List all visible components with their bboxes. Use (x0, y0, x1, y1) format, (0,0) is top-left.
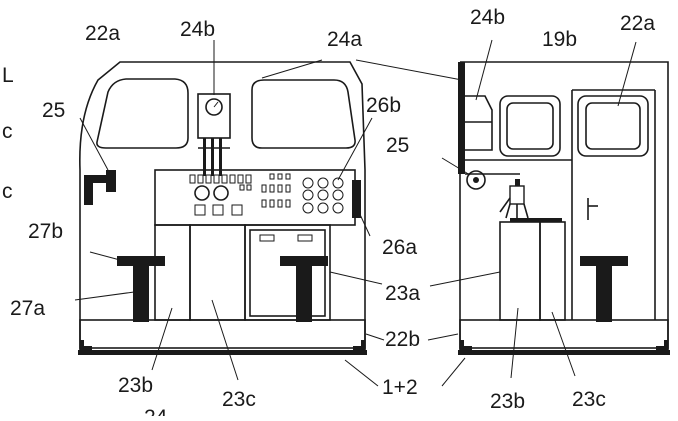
label-27b: 27b (28, 220, 63, 243)
label-24a: 24a (327, 28, 362, 51)
label-22b: 22b (385, 328, 420, 351)
label-27a: 27a (10, 297, 45, 320)
label-24b-front: 24b (180, 18, 215, 41)
center-instrument-box (197, 93, 231, 139)
front-left-window (96, 78, 189, 149)
label-23c-side: 23c (572, 388, 606, 411)
front-cabinet-23b (154, 224, 191, 321)
label-26b: 26b (366, 94, 401, 117)
label-25-side: 25 (386, 134, 409, 157)
front-floor-frame (79, 319, 366, 349)
front-cabinet-drawers (244, 224, 331, 321)
label-1-2: 1+2 (382, 376, 418, 399)
leader-lines (74, 39, 637, 387)
console-switches (189, 174, 252, 184)
side-hinge (466, 170, 486, 190)
side-window-2 (577, 95, 649, 157)
side-brush-tool (499, 179, 529, 219)
side-cabinet-23b (499, 221, 541, 321)
front-right-window (251, 79, 356, 149)
label-22a-side: 22a (620, 12, 655, 35)
side-floor-frame (459, 319, 669, 349)
label-23b-front: 23b (118, 374, 153, 397)
drawer-handle-left (259, 234, 275, 242)
side-cab-outline (459, 61, 669, 350)
drawer-handle-right (297, 234, 313, 242)
console-gauges (194, 177, 344, 214)
side-window-1 (499, 95, 561, 157)
side-door (571, 89, 656, 320)
side-view (458, 61, 670, 355)
front-right-bracket (352, 180, 361, 218)
label-22a-front: 22a (85, 22, 120, 45)
front-base-rail (78, 350, 367, 355)
front-cabinet-23c (189, 224, 246, 321)
front-grab-handle (84, 175, 106, 205)
edge-fragment-1: L (2, 64, 14, 87)
label-19b: 19b (542, 28, 577, 51)
label-23a: 23a (385, 282, 420, 305)
side-console-top (510, 218, 562, 222)
front-seat-right (280, 256, 328, 322)
label-25-front: 25 (42, 99, 65, 122)
label-26a: 26a (382, 236, 417, 259)
label-23b-side: 23b (490, 390, 525, 413)
front-seat-left (117, 256, 165, 322)
label-24b-side: 24b (470, 6, 505, 29)
side-seat (580, 256, 628, 322)
edge-fragment-3: c (2, 180, 13, 203)
front-view (78, 61, 367, 355)
side-cabinet-23c (539, 221, 566, 321)
front-cab-outline (79, 61, 366, 350)
edge-fragment-2: c (2, 120, 13, 143)
label-23c-front: 23c (222, 388, 256, 411)
center-gauge (205, 98, 223, 116)
edge-fragment-bottom: 24 (144, 406, 168, 416)
console-buttons (194, 173, 291, 216)
side-instrument-box (465, 95, 493, 151)
side-base-rail (458, 350, 670, 355)
side-front-wall (458, 62, 465, 174)
callout-labels: 22a 24b 24a 25 26b 27b 27a 23b 23c 24b 1… (2, 6, 655, 421)
